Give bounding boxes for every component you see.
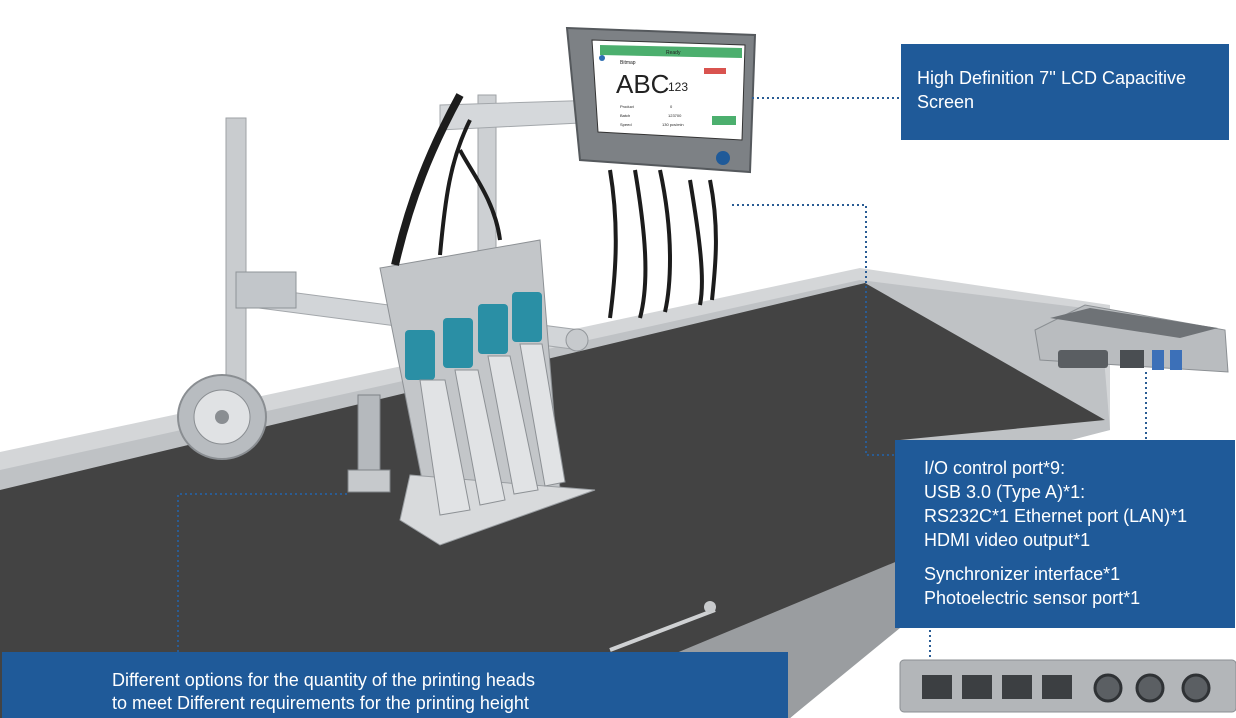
inset-lan-port xyxy=(1120,350,1144,368)
callout-ports-spacer xyxy=(924,552,1235,562)
lcd-row-label: Speed xyxy=(620,122,632,127)
lcd-screen xyxy=(591,39,746,141)
callout-screen-line-1: High Definition 7'' LCD Capacitive xyxy=(917,68,1186,88)
belt-knob xyxy=(704,601,716,613)
lcd-red-badge xyxy=(704,68,726,74)
inset-io-port xyxy=(962,675,992,699)
inset-controller-top xyxy=(1050,308,1218,338)
lcd-header-bar xyxy=(600,45,742,58)
callout-ports-line-5: Synchronizer interface*1 xyxy=(924,564,1121,584)
inset-round-connector xyxy=(1135,673,1165,703)
cable-bundle xyxy=(391,93,464,266)
cable xyxy=(708,179,718,301)
inset-round-connector xyxy=(1093,673,1123,703)
lcd-status-text: Ready xyxy=(666,50,681,56)
lcd-menu-icon xyxy=(599,55,605,61)
inset-usb-port xyxy=(1152,350,1164,370)
cable xyxy=(458,149,502,241)
callout-ports-line-3: RS232C*1 Ethernet port (LAN)*1 xyxy=(924,506,1188,526)
bar-clamp xyxy=(235,271,297,309)
lcd-row-label: Product xyxy=(620,104,635,109)
lcd-name-text: Bitmap xyxy=(620,60,636,66)
callout-ports-line-2: USB 3.0 (Type A)*1: xyxy=(924,482,1086,502)
ink-cartridge-1 xyxy=(405,330,435,380)
head-plate-4 xyxy=(519,343,566,487)
lcd-green-button xyxy=(712,116,736,125)
lcd-small-text: 123 xyxy=(668,80,688,94)
callout-ports-line-4: HDMI video output*1 xyxy=(924,530,1091,550)
head-plate-1 xyxy=(419,379,471,516)
ink-cartridge-3 xyxy=(478,304,508,354)
callout-ports: I/O control port*9: USB 3.0 (Type A)*1: … xyxy=(895,440,1235,628)
head-plate-3 xyxy=(487,355,539,495)
callout-heads-line-2: to meet Different requirements for the p… xyxy=(112,693,529,713)
callout-screen: High Definition 7'' LCD Capacitive Scree… xyxy=(901,44,1229,140)
cable xyxy=(688,179,704,306)
leader-lines xyxy=(177,97,1147,660)
lcd-big-text: ABC xyxy=(616,69,669,99)
leader-line-ports xyxy=(732,204,895,456)
inset-io-port xyxy=(1002,675,1032,699)
lcd-row-value: 123700 xyxy=(668,113,682,118)
inset-round-connector xyxy=(1181,673,1211,703)
callout-print-heads: Different options for the quantity of th… xyxy=(2,652,788,718)
lcd-row-value: 0 xyxy=(670,104,673,109)
encoder-axle xyxy=(215,410,229,424)
sensor-bracket xyxy=(347,469,391,493)
callout-screen-line-2: Screen xyxy=(917,92,975,112)
lcd-row-label: Batch xyxy=(620,113,630,118)
belt-slot xyxy=(609,608,716,652)
callout-ports-line-1: I/O control port*9: xyxy=(924,458,1066,478)
cable xyxy=(438,119,472,256)
ink-cartridge-4 xyxy=(512,292,542,342)
head-plate-2 xyxy=(454,369,506,506)
inset-io-port xyxy=(1042,675,1072,699)
bar-end-cap xyxy=(565,328,589,352)
cable xyxy=(658,169,672,313)
inset-usb-port xyxy=(1170,350,1182,370)
cable xyxy=(633,169,648,319)
lcd-row-value: 130 pcs/min xyxy=(662,122,684,127)
callout-ports-line-6: Photoelectric sensor port*1 xyxy=(924,588,1141,608)
ink-cartridge-2 xyxy=(443,318,473,368)
port-marker-dot xyxy=(716,151,730,165)
inset-io-port xyxy=(922,675,952,699)
callout-heads-line-1: Different options for the quantity of th… xyxy=(112,670,535,690)
inset-serial-port xyxy=(1058,350,1108,368)
cable xyxy=(608,169,618,319)
